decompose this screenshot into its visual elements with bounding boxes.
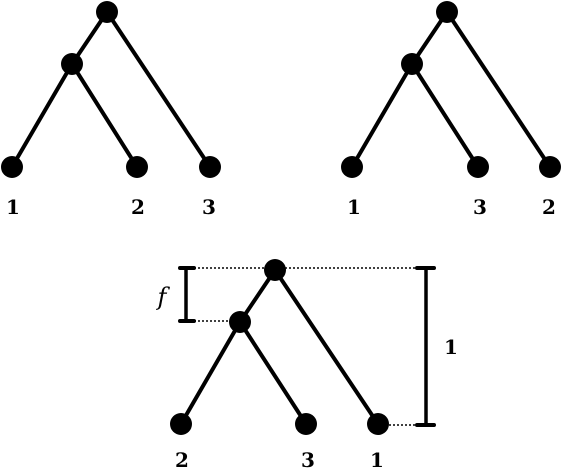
- tree-3-edge-root-leaf-1: [273, 268, 380, 426]
- tree-1-leaf-label-1: 1: [6, 195, 20, 219]
- tree-1-internal-node: [61, 53, 83, 75]
- tree-3-leaf-label-3: 3: [301, 448, 315, 470]
- tree-1-edge-internal-leaf-2: [70, 62, 139, 169]
- tree-2-leaf-node-3: [467, 156, 489, 178]
- tree-2: 1 3 2: [341, 1, 561, 219]
- tree-1: 1 2 3: [1, 1, 221, 219]
- tree-2-leaf-label-2: 2: [542, 195, 556, 219]
- tree-1-edge-root-leaf-3: [105, 10, 212, 169]
- tree-2-leaf-node-1: [341, 156, 363, 178]
- tree-3-leaf-node-2: [170, 413, 192, 435]
- internal-height-bracket: f: [156, 266, 196, 323]
- tree-2-edge-internal-leaf-1: [350, 62, 414, 169]
- tree-2-edge-root-leaf-2: [445, 10, 552, 169]
- tree-1-leaf-node-1: [1, 156, 23, 178]
- total-height-bracket: 1: [415, 266, 458, 427]
- tree-1-leaf-node-3: [199, 156, 221, 178]
- total-height-label: 1: [444, 335, 458, 359]
- tree-1-leaf-node-2: [126, 156, 148, 178]
- tree-1-edge-internal-leaf-1: [10, 62, 74, 169]
- tree-3-leaf-node-3: [295, 413, 317, 435]
- tree-3-edge-internal-leaf-3: [238, 320, 308, 426]
- tree-3-leaf-label-2: 2: [175, 448, 189, 470]
- tree-2-leaf-label-3: 3: [473, 195, 487, 219]
- tree-2-root-node: [436, 1, 458, 23]
- tree-1-leaf-label-2: 2: [131, 195, 145, 219]
- tree-2-leaf-node-2: [539, 156, 561, 178]
- tree-1-root-node: [96, 1, 118, 23]
- tree-2-edge-internal-leaf-3: [410, 62, 480, 169]
- tree-2-leaf-label-1: 1: [347, 195, 361, 219]
- tree-3-leaf-node-1: [367, 413, 389, 435]
- tree-3-root-node: [264, 259, 286, 281]
- tree-3-leaf-label-1: 1: [370, 448, 384, 470]
- tree-3: 2 3 1 f 1: [156, 259, 458, 470]
- tree-1-leaf-label-3: 3: [202, 195, 216, 219]
- tree-2-internal-node: [401, 53, 423, 75]
- tree-3-edge-internal-leaf-2: [179, 320, 242, 426]
- internal-height-label: f: [156, 283, 171, 311]
- tree-3-internal-node: [229, 311, 251, 333]
